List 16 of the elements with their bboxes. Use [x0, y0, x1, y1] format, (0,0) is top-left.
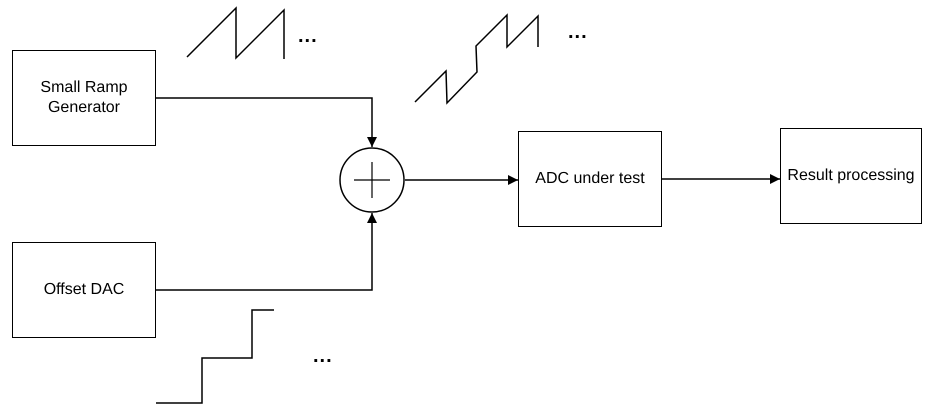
- arrow: [405, 175, 518, 185]
- box-label: ADC under test: [535, 169, 645, 189]
- arrow: [156, 97, 377, 147]
- process-box: [12, 50, 156, 146]
- box-label: Offset DAC: [44, 280, 124, 300]
- ellipsis-text: ...: [298, 26, 318, 46]
- box-label: Small Ramp Generator: [39, 78, 129, 118]
- arrow: [662, 174, 780, 184]
- ellipsis-text: ...: [568, 22, 588, 42]
- ellipsis-text: ...: [313, 346, 333, 366]
- box-label: Result processing: [787, 166, 915, 186]
- arrow: [156, 213, 377, 291]
- summing-junction: [339, 147, 405, 213]
- process-box: [780, 128, 922, 224]
- process-box: [12, 242, 156, 338]
- process-box: [518, 131, 662, 227]
